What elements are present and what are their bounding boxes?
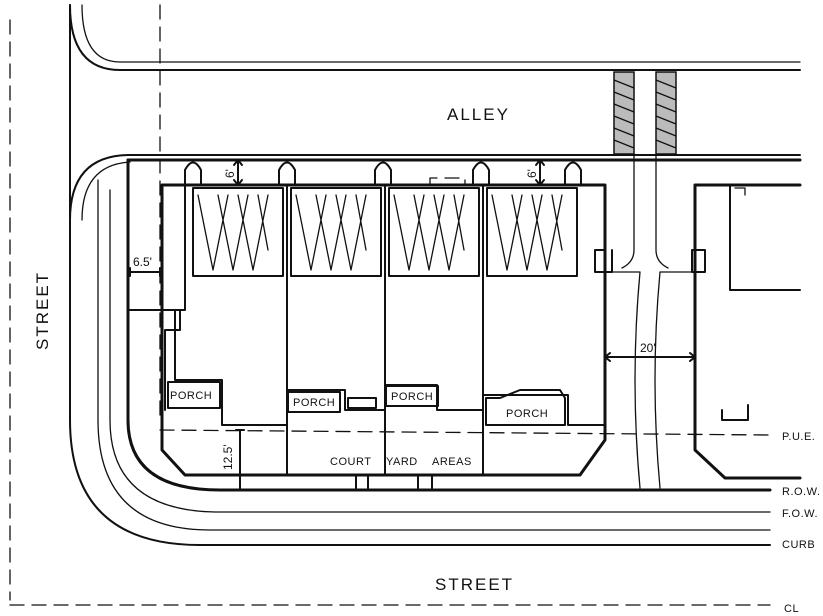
utility-pad-5	[564, 161, 582, 186]
porch-label-2: PORCH	[293, 397, 335, 409]
unit-2-face	[286, 389, 386, 411]
fow-line	[109, 189, 771, 513]
neighbor-building	[693, 183, 802, 480]
unit-1-face	[174, 184, 288, 426]
porch-4	[485, 389, 566, 426]
drive-path-top	[621, 153, 669, 269]
dimension-markers	[129, 159, 696, 491]
pue-line	[159, 429, 771, 436]
text-labels: ALLEY STREET STREET PORCH PORCH PORCH PO…	[33, 105, 820, 615]
porch-label-1: PORCH	[170, 390, 212, 402]
garage-2	[290, 187, 382, 277]
porch-1	[167, 381, 221, 409]
alley-top-curb	[69, 4, 801, 71]
legend-pue: P.U.E.	[782, 431, 815, 443]
garage-1	[192, 187, 284, 277]
court-label: COURT	[330, 456, 371, 468]
street-edge-lines	[9, 4, 802, 606]
legend-curb: CURB	[782, 539, 815, 551]
garage-3	[388, 187, 480, 277]
curb-line	[69, 4, 771, 546]
left-wing	[129, 309, 181, 411]
alley-label: ALLEY	[447, 105, 510, 124]
dim-label-front: 12.5'	[221, 444, 235, 470]
dim-label-garage-2: 6'	[525, 169, 539, 178]
dim-label-drive: 20'	[640, 341, 656, 355]
drive-pillar-right	[691, 249, 706, 273]
street-bottom-label: STREET	[435, 575, 514, 594]
dim-garage-setback-1	[233, 159, 243, 186]
dim-front-setback	[235, 429, 245, 491]
courtyard-gate	[367, 474, 419, 489]
utility-pad-4	[472, 161, 490, 186]
porch-label-4: PORCH	[506, 408, 548, 420]
legend-cl: CL	[784, 603, 799, 615]
areas-label: AREAS	[432, 456, 472, 468]
townhouse-block	[129, 161, 607, 489]
neighbor-porch	[721, 404, 749, 421]
sidewalk-outer	[97, 179, 771, 531]
utility-pad-1	[184, 161, 202, 186]
dim-drive-width	[604, 352, 696, 362]
drive-path	[611, 271, 693, 489]
row-line	[126, 158, 772, 492]
dim-garage-setback-2	[535, 159, 545, 186]
street-left-label: STREET	[33, 271, 52, 350]
neighbor-inner	[729, 184, 801, 291]
yard-label: YARD	[386, 456, 418, 468]
legend-row: R.O.W.	[782, 486, 820, 498]
porch-3	[385, 385, 439, 407]
alley-bottom-curb	[69, 154, 801, 421]
alley-corner-inner	[81, 161, 131, 221]
unit-4-face	[482, 394, 606, 426]
porch-label-3: PORCH	[391, 391, 433, 403]
garage-4	[486, 187, 578, 277]
dim-label-garage-1: 6'	[223, 169, 237, 178]
porch-2	[287, 391, 341, 413]
driveway-and-neighbor	[594, 153, 802, 489]
drive-pillar-left	[594, 184, 613, 273]
utility-pad-3	[374, 161, 392, 186]
utility-pad-2	[278, 161, 296, 186]
alley-driveway-pavers	[613, 71, 677, 155]
dim-side-setback	[129, 267, 161, 277]
alley-top-inner	[81, 4, 801, 63]
legend-fow: F.O.W.	[782, 508, 818, 520]
dim-label-side: 6.5'	[133, 255, 152, 269]
